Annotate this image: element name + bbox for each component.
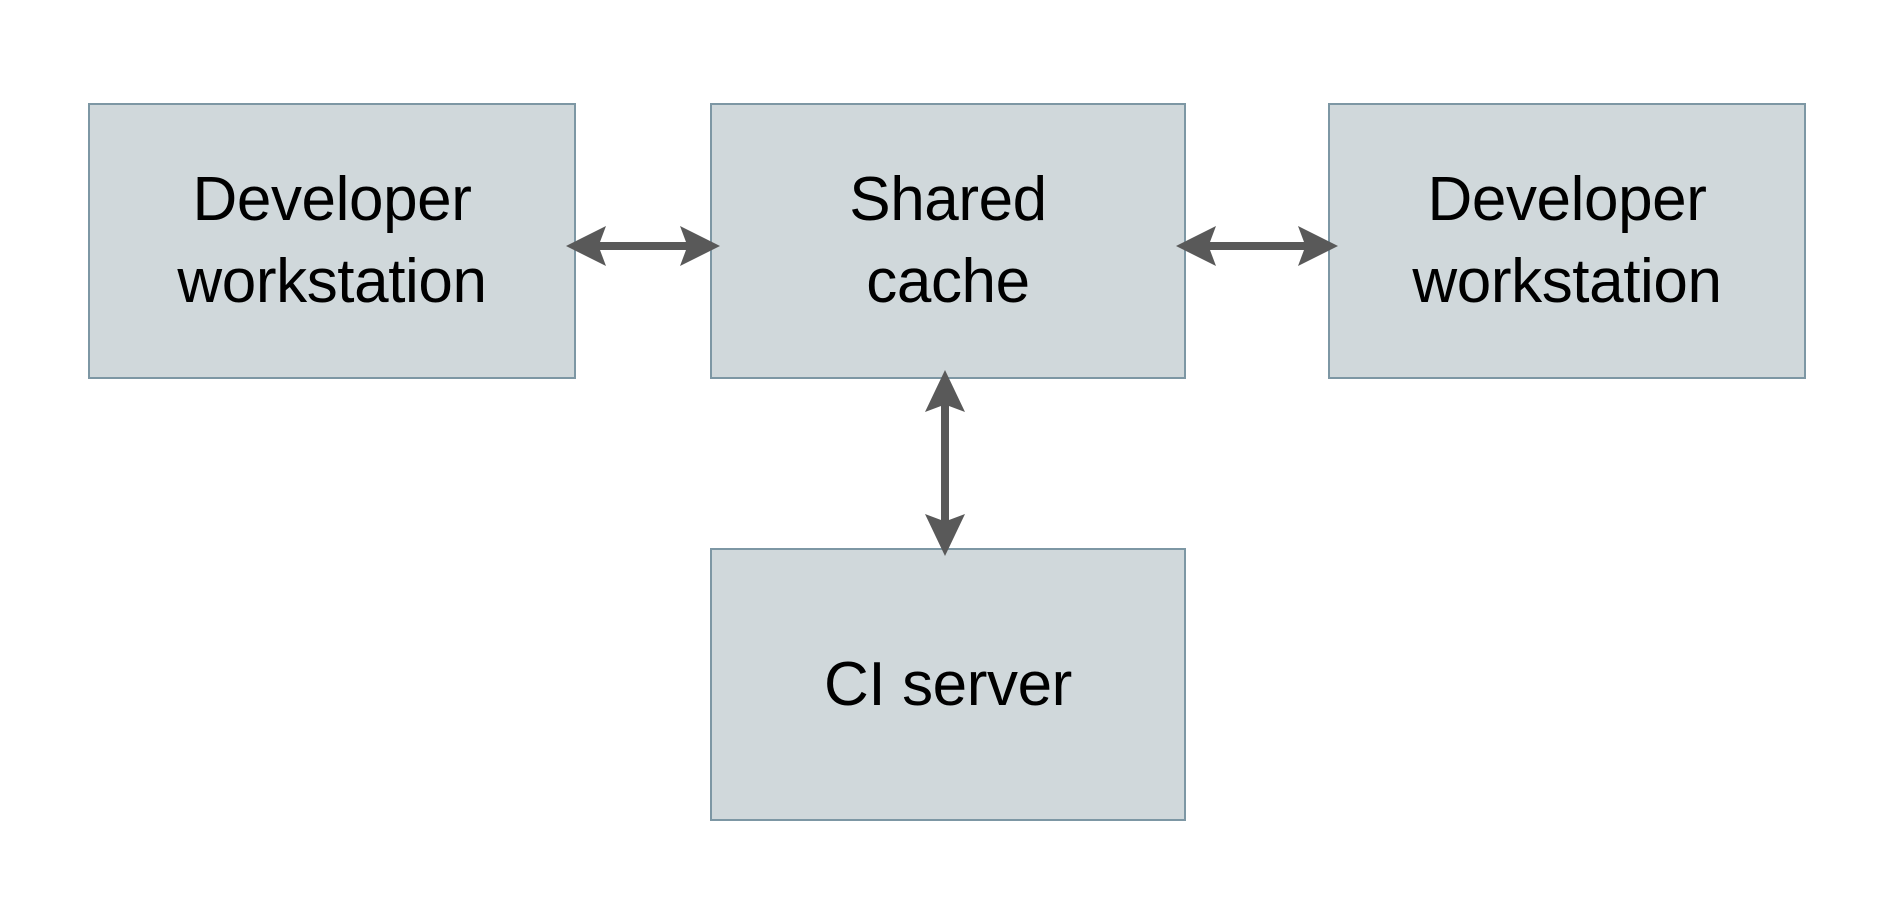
node-label-developer-workstation-left: Developer workstation	[177, 165, 487, 316]
connector-dev-left-to-cache	[566, 226, 720, 266]
double-arrow-horizontal-icon	[1176, 226, 1338, 266]
node-label-ci-server: CI server	[824, 649, 1072, 719]
connector-ci-server-to-cache	[925, 370, 965, 556]
node-label-developer-workstation-right: Developer workstation	[1412, 165, 1722, 316]
node-developer-workstation-left[interactable]: Developer workstation	[88, 103, 576, 379]
double-arrow-vertical-icon	[925, 370, 965, 556]
node-developer-workstation-right[interactable]: Developer workstation	[1328, 103, 1806, 379]
connector-cache-to-dev-right	[1176, 226, 1338, 266]
node-label-shared-cache: Shared cache	[849, 165, 1047, 316]
node-ci-server[interactable]: CI server	[710, 548, 1186, 821]
double-arrow-horizontal-icon	[566, 226, 720, 266]
node-shared-cache[interactable]: Shared cache	[710, 103, 1186, 379]
